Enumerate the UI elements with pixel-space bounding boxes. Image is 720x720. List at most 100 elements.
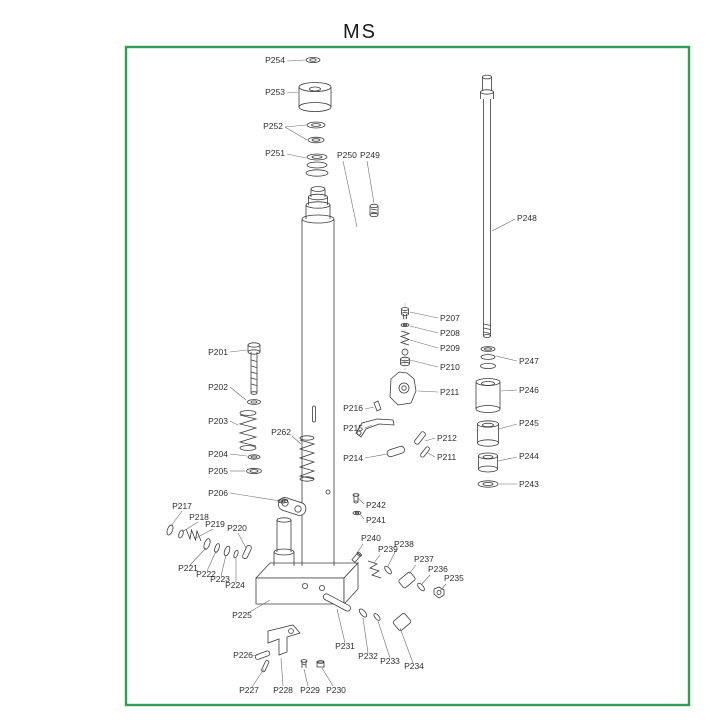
label-p211b: P211 xyxy=(437,452,456,462)
label-p237: P237 xyxy=(414,554,434,564)
part-p244-ring xyxy=(478,452,498,473)
label-p241: P241 xyxy=(366,515,386,525)
part-p234-plunger xyxy=(392,613,412,631)
part-p205-ring xyxy=(246,467,262,475)
part-main-cylinder xyxy=(301,186,335,566)
part-p219-spring xyxy=(185,528,202,542)
part-p243-washer xyxy=(477,480,499,488)
label-p249: P249 xyxy=(360,150,380,160)
part-p211b-pin xyxy=(420,446,430,458)
diagram-frame xyxy=(124,45,691,707)
label-p226: P226 xyxy=(233,650,253,660)
label-p246: P246 xyxy=(519,385,539,395)
part-p214-pin xyxy=(386,445,405,458)
part-p230-nut xyxy=(316,660,325,668)
part-p241-washer xyxy=(352,510,362,516)
label-p217: P217 xyxy=(172,501,192,511)
part-p218-ring xyxy=(178,529,184,539)
label-p252: P252 xyxy=(263,121,283,131)
label-p225: P225 xyxy=(232,610,252,620)
part-p245-cup xyxy=(477,420,499,447)
part-p236-ring xyxy=(417,582,425,592)
part-p226-pin xyxy=(254,650,271,660)
label-p210: P210 xyxy=(440,362,460,372)
label-p224: P224 xyxy=(225,580,245,590)
label-p230: P230 xyxy=(326,685,346,695)
part-p247-rings xyxy=(480,346,496,369)
part-p202-ring xyxy=(247,399,261,405)
part-labels: P254 P253 P252 P251 P250 P249 P248 P247 … xyxy=(172,55,539,695)
part-p222-ring xyxy=(214,543,220,553)
label-p238: P238 xyxy=(394,539,414,549)
part-p232-washer xyxy=(358,608,368,618)
part-p206-pin xyxy=(277,498,289,504)
label-p247: P247 xyxy=(519,356,539,366)
part-bracket xyxy=(267,624,301,656)
part-p217-washer xyxy=(166,524,174,536)
part-p207-screw xyxy=(401,307,409,319)
label-p209: P209 xyxy=(440,343,460,353)
label-p206: P206 xyxy=(208,488,228,498)
part-p231-rod xyxy=(322,593,351,612)
part-p254-washer xyxy=(305,57,321,64)
label-p232: P232 xyxy=(358,651,378,661)
part-p253-cap xyxy=(298,82,332,112)
label-p205: P205 xyxy=(208,466,228,476)
label-p223: P223 xyxy=(210,574,230,584)
part-p246-sleeve xyxy=(475,378,501,413)
label-p251: P251 xyxy=(265,148,285,158)
part-p238-washer xyxy=(384,565,392,575)
label-p208: P208 xyxy=(440,328,460,338)
label-p219: P219 xyxy=(205,519,225,529)
label-p220: P220 xyxy=(227,523,247,533)
label-p233: P233 xyxy=(380,656,400,666)
label-p227: P227 xyxy=(239,685,259,695)
label-p218: P218 xyxy=(189,512,209,522)
label-p229: P229 xyxy=(300,685,320,695)
label-p201: P201 xyxy=(208,347,228,357)
part-p248-rod xyxy=(480,74,494,338)
part-p249-screw xyxy=(369,203,379,218)
part-p225-base xyxy=(255,548,359,606)
label-p236: P236 xyxy=(428,564,448,574)
part-p237-plunger xyxy=(398,571,416,589)
label-p248: P248 xyxy=(517,213,537,223)
page-title: MS xyxy=(343,21,377,43)
part-p239-spring xyxy=(367,560,382,579)
part-p251-ring-stack xyxy=(305,153,329,177)
leader-lines xyxy=(170,59,518,688)
part-valve-stack xyxy=(399,303,411,370)
label-p214: P214 xyxy=(343,453,363,463)
label-p212: P212 xyxy=(437,433,457,443)
part-p215-lever xyxy=(355,418,395,438)
part-p262-spring xyxy=(298,435,316,482)
label-p262: P262 xyxy=(271,427,291,437)
label-p228: P228 xyxy=(273,685,293,695)
part-p242-screw xyxy=(352,493,360,504)
part-p252-seals xyxy=(306,121,326,144)
part-p209-spring xyxy=(399,330,411,346)
label-p231: P231 xyxy=(335,641,355,651)
part-p208-washer xyxy=(400,322,410,327)
label-p243: P243 xyxy=(519,479,539,489)
label-p202: P202 xyxy=(208,382,228,392)
label-p222: P222 xyxy=(196,569,216,579)
label-p235: P235 xyxy=(444,573,464,583)
part-p211-yoke xyxy=(389,371,417,406)
part-p220-pin xyxy=(242,544,252,560)
label-p204: P204 xyxy=(208,449,228,459)
part-p227-pin xyxy=(261,660,270,673)
label-p203: P203 xyxy=(208,416,228,426)
part-p221-washer xyxy=(203,538,211,550)
label-p240: P240 xyxy=(361,533,381,543)
part-p223-washer xyxy=(223,545,231,557)
label-p234: P234 xyxy=(404,661,424,671)
label-p239: P239 xyxy=(378,544,398,554)
label-p245: P245 xyxy=(519,418,539,428)
part-p203-spring xyxy=(238,410,258,451)
part-p210-ball-seat xyxy=(400,348,410,367)
label-p221: P221 xyxy=(178,563,198,573)
label-p250: P250 xyxy=(337,150,357,160)
